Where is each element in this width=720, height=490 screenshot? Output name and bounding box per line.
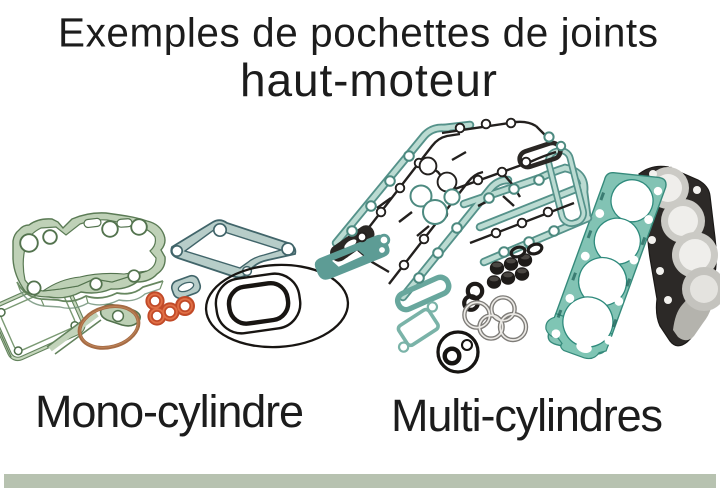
svg-text:Mono-cylindre: Mono-cylindre [35, 386, 304, 437]
svg-text:Multi-cylindres: Multi-cylindres [391, 390, 663, 441]
svg-text:Exemples de pochettes de joint: Exemples de pochettes de joints [58, 10, 658, 56]
svg-text:haut-moteur: haut-moteur [240, 54, 497, 106]
